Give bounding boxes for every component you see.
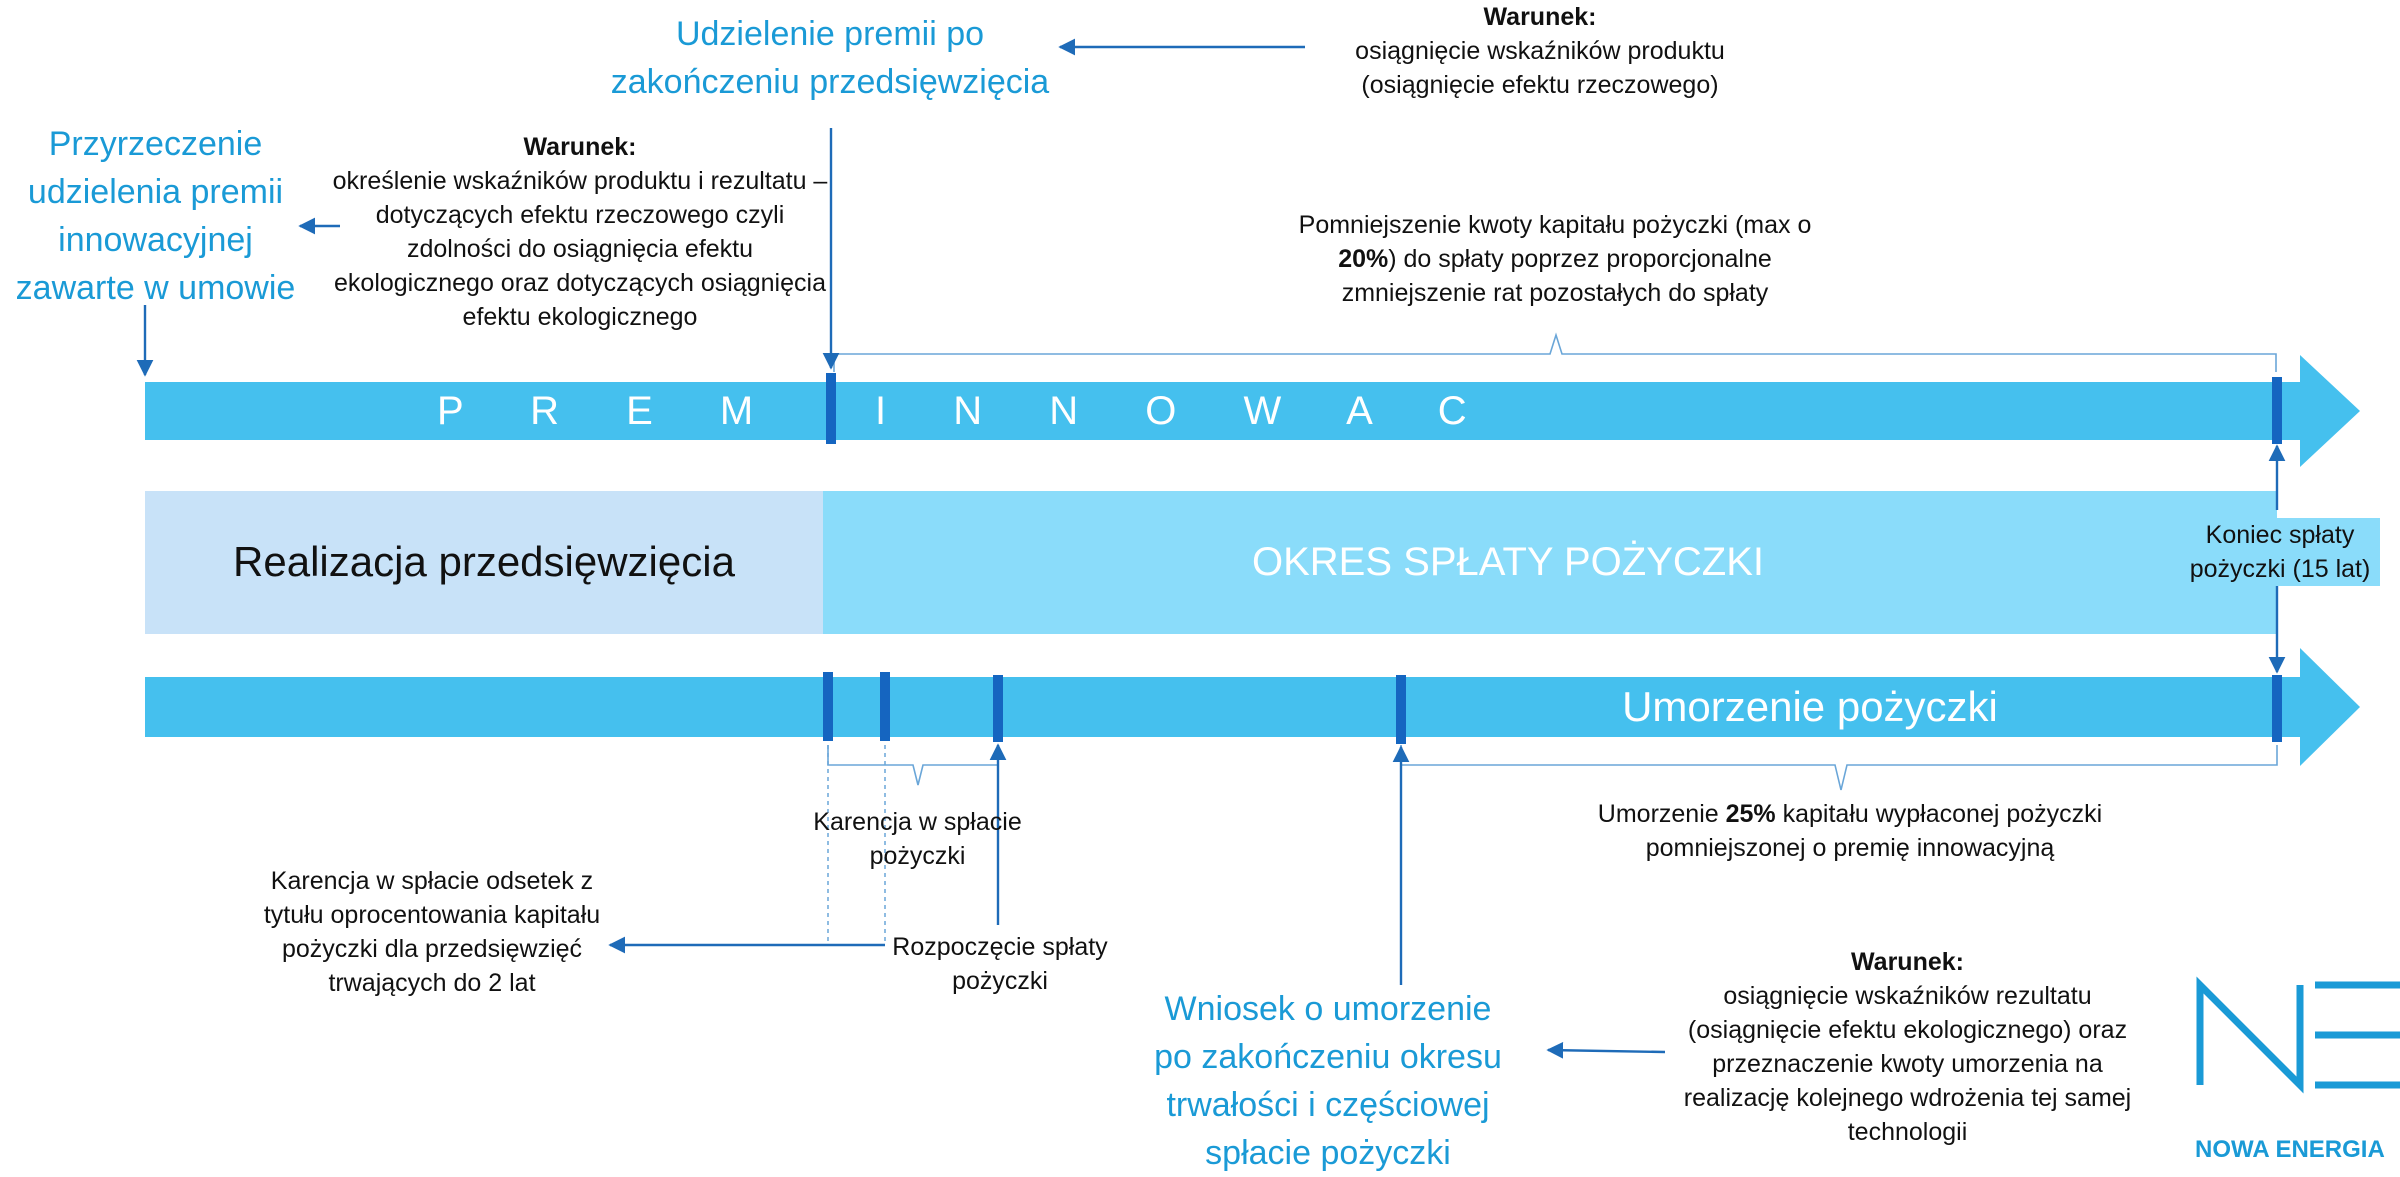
- innowacyjna-label: I N N O W A C Y J N A: [875, 389, 1495, 485]
- realizacja-box: [145, 491, 823, 634]
- pomniejszenie-text: Pomniejszenie kwoty kapitału pożyczki (m…: [1285, 208, 1825, 310]
- marker-premia-start: [826, 373, 836, 444]
- udzielenie-text: Udzielenie premii po zakończeniu przedsi…: [610, 15, 1050, 101]
- marker-bottom-2: [880, 672, 890, 741]
- nowa-energia-logo-text: NOWA ENERGIA: [2195, 1138, 2385, 1162]
- brace-umorzenie: [1400, 745, 2278, 791]
- warunek2-head: Warunek:: [1483, 3, 1597, 31]
- brace-karencja: [827, 745, 999, 786]
- pomniejszenie-bold: 20%: [1338, 245, 1389, 273]
- wniosek-text: Wniosek o umorzenie po zakończeniu okres…: [1154, 990, 1502, 1172]
- bottom-timeline-arrow: [145, 648, 2360, 766]
- warunek2-block: Warunek: osiągnięcie wskaźników produktu…: [1310, 0, 1770, 102]
- koniec-splaty-text: Koniec spłaty pożyczki (15 lat): [2180, 518, 2380, 586]
- warunek3-block: Warunek: osiągnięcie wskaźników rezultat…: [1670, 945, 2145, 1149]
- pomniejszenie-pre: Pomniejszenie kwoty kapitału pożyczki (m…: [1298, 211, 1812, 239]
- przyrzeczenie-text: Przyrzeczenie udzielenia premii innowacy…: [15, 125, 296, 307]
- umorzenie-info-bold: 25%: [1725, 800, 1776, 828]
- warunek1-head: Warunek:: [523, 133, 637, 161]
- okres-splaty-label: OKRES SPŁATY POŻYCZKI: [1252, 540, 1764, 584]
- warunek2-body: osiągnięcie wskaźników produktu (osiągni…: [1355, 37, 1725, 99]
- umorzenie-info-pre: Umorzenie: [1597, 800, 1726, 828]
- marker-bottom-end: [2272, 675, 2282, 742]
- premia-label: P R E M I A: [437, 389, 782, 485]
- karencja-splata-text: Karencja w spłacie pożyczki: [813, 808, 1022, 870]
- okres-splaty-box: [823, 491, 2277, 634]
- umorzenie-info-post: kapitału wypłaconej pożyczki pomniejszon…: [1645, 800, 2103, 862]
- rozpoczecie-text: Rozpoczęcie spłaty pożyczki: [892, 933, 1108, 995]
- realizacja-label: Realizacja przedsięwzięcia: [233, 538, 735, 585]
- marker-bottom-3: [993, 675, 1003, 742]
- umorzenie-info-text: Umorzenie 25% kapitału wypłaconej pożycz…: [1575, 797, 2125, 865]
- marker-top-end: [2272, 377, 2282, 444]
- umorzenie-bar-label: Umorzenie pożyczki: [1622, 683, 1998, 730]
- nowa-energia-logo-mark: [2196, 976, 2400, 1094]
- karencja-odsetki-text: Karencja w spłacie odsetek z tytułu opro…: [263, 867, 601, 997]
- marker-bottom-4: [1396, 675, 1406, 744]
- warunek3-body: osiągnięcie wskaźników rezultatu (osiągn…: [1683, 982, 2132, 1146]
- arrow-warunek3-left: [1546, 1041, 1666, 1059]
- top-timeline-arrow: [145, 355, 2360, 467]
- warunek3-head: Warunek:: [1851, 948, 1964, 976]
- pomniejszenie-post: ) do spłaty poprzez proporcjonalne zmnie…: [1341, 245, 1772, 307]
- warunek1-block: Warunek: określenie wskaźników produktu …: [330, 130, 830, 334]
- brace-pomniejszenie: [833, 332, 2277, 372]
- warunek1-body: określenie wskaźników produktu i rezulta…: [332, 167, 828, 331]
- marker-bottom-1: [823, 672, 833, 741]
